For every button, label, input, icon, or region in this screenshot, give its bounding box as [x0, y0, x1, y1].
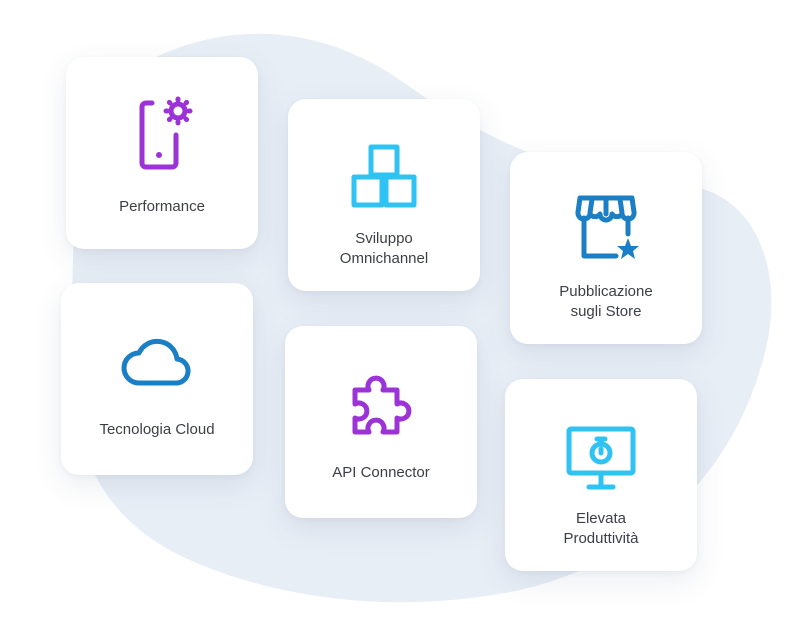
card-label: Sviluppo Omnichannel: [339, 230, 429, 267]
feature-card-cloud: Tecnologia Cloud: [61, 283, 253, 475]
feature-card-api: API Connector: [285, 326, 477, 518]
card-label: Elevata Produttività: [563, 510, 639, 547]
card-label: Tecnologia Cloud: [99, 421, 215, 438]
store-star-icon: [566, 186, 646, 266]
feature-card-store: Pubblicazione sugli Store: [510, 152, 702, 344]
boxes-icon: [344, 137, 424, 217]
feature-card-productivity: Elevata Produttività: [505, 379, 697, 571]
feature-card-performance: Performance: [66, 57, 258, 249]
feature-card-omnichannel: Sviluppo Omnichannel: [288, 99, 480, 291]
puzzle-piece-icon: [341, 366, 421, 446]
card-label: Pubblicazione sugli Store: [559, 283, 653, 320]
monitor-stopwatch-icon: [561, 419, 641, 499]
card-label: Performance: [119, 198, 205, 215]
card-label: API Connector: [332, 464, 430, 481]
cloud-icon: [117, 319, 197, 399]
smartphone-gear-icon: [122, 93, 202, 173]
